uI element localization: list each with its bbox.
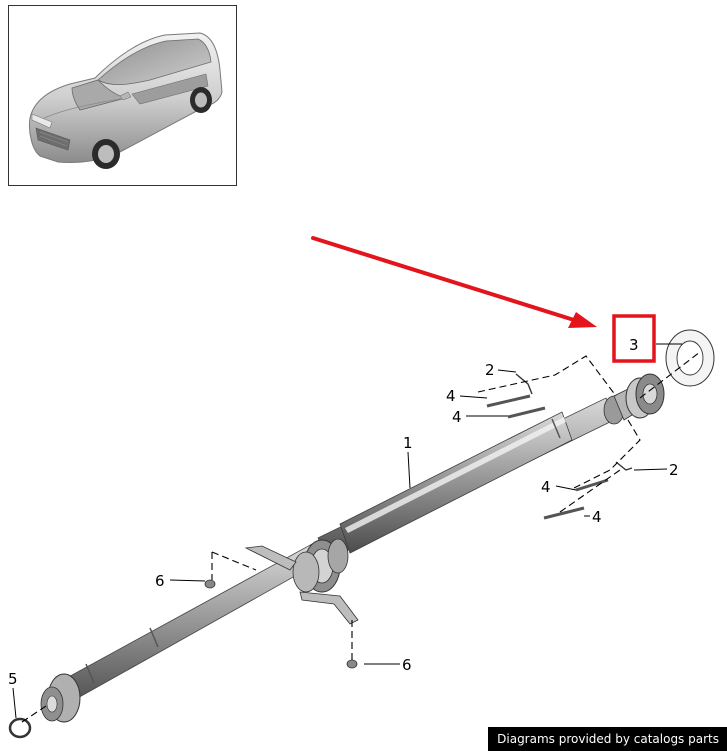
- callout-2-upper: 2: [485, 361, 495, 379]
- bolts: [486, 394, 609, 520]
- propeller-shaft: [49, 397, 615, 709]
- callout-6-a: 6: [155, 572, 165, 590]
- rear-joint: [40, 673, 81, 723]
- callout-1: 1: [403, 434, 413, 452]
- pointer-arrow: [311, 236, 597, 328]
- assembly-lines: [21, 351, 701, 723]
- credit-banner: Diagrams provided by catalogs parts: [488, 727, 727, 751]
- highlight-box: [612, 314, 656, 363]
- flange-gasket: [665, 329, 715, 387]
- car-illustration: [29, 32, 223, 169]
- rear-ring: [8, 717, 32, 739]
- callout-4-a: 4: [446, 387, 456, 405]
- nuts: [204, 579, 358, 669]
- callout-2-lower: 2: [669, 461, 679, 479]
- callout-6-b: 6: [402, 656, 412, 674]
- callout-4-d: 4: [592, 508, 602, 526]
- callout-4-c: 4: [541, 478, 551, 496]
- callout-5: 5: [8, 670, 18, 688]
- leader-lines: [12, 343, 682, 719]
- center-bearing: [244, 538, 359, 625]
- clip-lower: [615, 461, 633, 471]
- front-flange: [603, 373, 665, 425]
- callout-4-b: 4: [452, 408, 462, 426]
- clip-upper: [515, 373, 533, 395]
- callout-3: 3: [629, 336, 639, 354]
- callout-labels: 1 2 2 3 4 4 4 4 5 6 6: [8, 336, 679, 688]
- vehicle-thumbnail: [8, 5, 237, 186]
